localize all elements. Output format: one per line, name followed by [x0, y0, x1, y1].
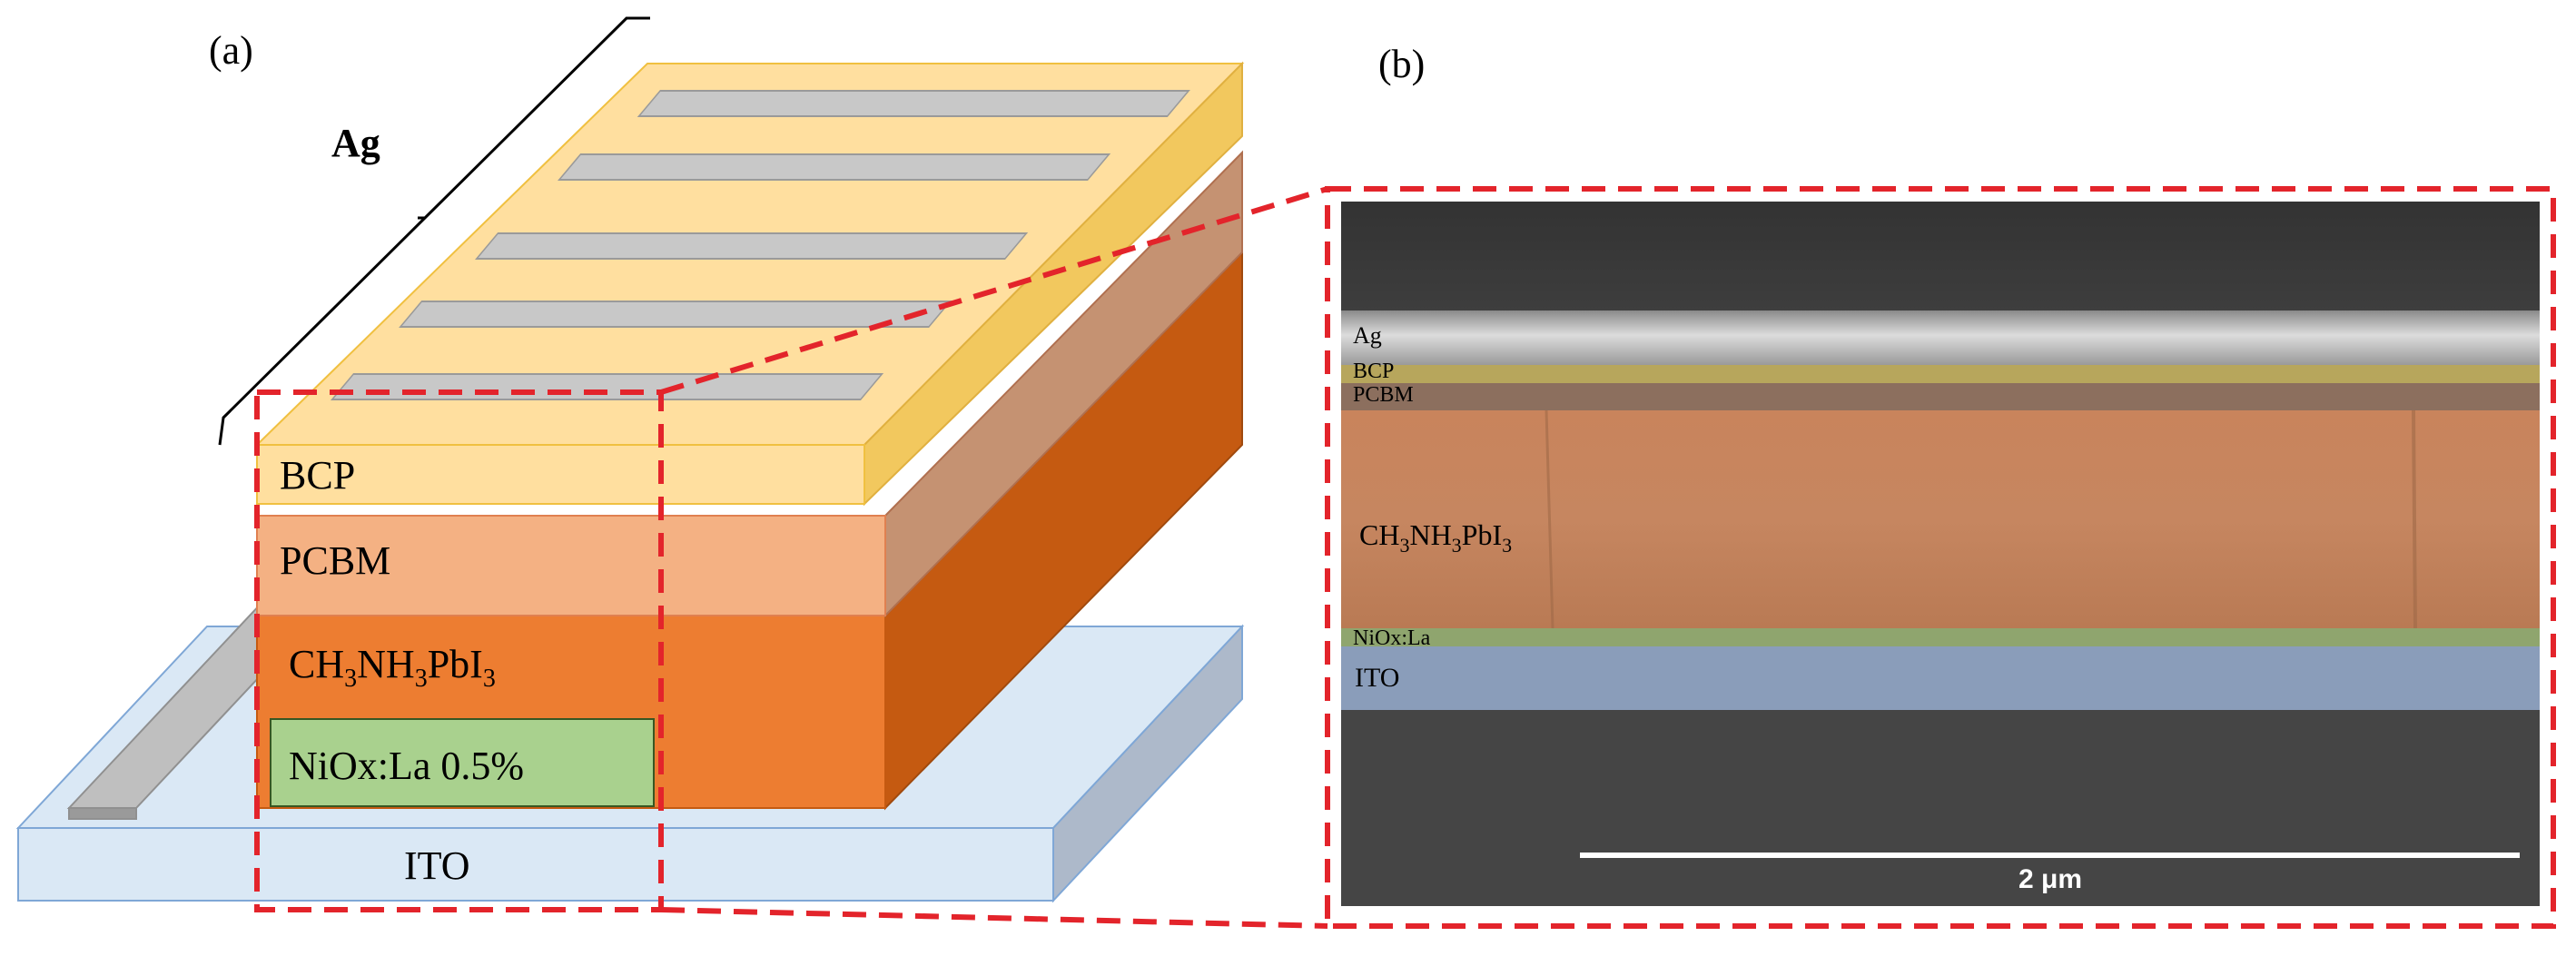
zoom-connector-top	[660, 186, 1328, 395]
pcbm-label: PCBM	[280, 538, 390, 583]
sem-glass	[1341, 710, 2540, 906]
sem-image: Ag BCP PCBM CH3NH3PbI3 NiOx:La ITO 2 μm	[1341, 202, 2540, 906]
ag-top-contacts	[330, 90, 1190, 400]
panel-a-label: (a)	[209, 28, 253, 73]
sem-bcp-label: BCP	[1353, 360, 1394, 383]
niox-layer: NiOx:La 0.5%	[270, 718, 655, 807]
zoom-connector-bottom	[660, 907, 1328, 929]
ito-front-face	[17, 827, 1054, 902]
sem-ito-label: ITO	[1355, 663, 1399, 693]
sem-perovskite-band	[1341, 410, 2540, 628]
ag-bracket-label: Ag	[331, 121, 380, 165]
ag-bar-1	[637, 90, 1190, 117]
sem-ag-label: Ag	[1353, 322, 1382, 349]
niox-label: NiOx:La 0.5%	[289, 744, 524, 788]
bcp-label: BCP	[280, 453, 355, 498]
ito-label: ITO	[404, 843, 470, 888]
sem-pcbm-label: PCBM	[1353, 383, 1414, 407]
ag-bar-3	[475, 232, 1029, 260]
bcp-front-face	[256, 444, 865, 505]
sem-niox-label: NiOx:La	[1353, 626, 1431, 650]
perovskite-layer: CH3NH3PbI3	[256, 250, 1243, 811]
ag-bar-2	[558, 153, 1111, 181]
pcbm-layer: PCBM	[256, 150, 1243, 618]
bottom-contact-front	[68, 807, 137, 820]
panel-b-label: (b)	[1378, 42, 1425, 86]
scale-bar-label: 2 μm	[2018, 864, 2082, 894]
sem-niox-band	[1341, 628, 2540, 646]
panel-b: (b) Ag BCP PCBM CH3NH3PbI3 NiO	[1325, 42, 2556, 929]
ag-bar-5	[330, 373, 884, 400]
sem-bcp-band	[1341, 365, 2540, 383]
perovskite-label: CH3NH3PbI3	[289, 642, 496, 693]
ag-bar-4	[399, 301, 952, 328]
ag-bracket: Ag	[218, 16, 650, 446]
pcbm-front-face	[256, 515, 886, 616]
sem-perovskite-label: CH3NH3PbI3	[1359, 518, 1512, 557]
sem-ag-band	[1341, 310, 2540, 365]
sem-pcbm-band	[1341, 383, 2540, 410]
niox-front-face	[270, 718, 655, 807]
highlight-box	[254, 389, 664, 912]
panel-a: (a) CH3NH3PbI3 NiOx:La 0.5% PC	[15, 16, 1245, 912]
sem-ito-band	[1341, 646, 2540, 710]
